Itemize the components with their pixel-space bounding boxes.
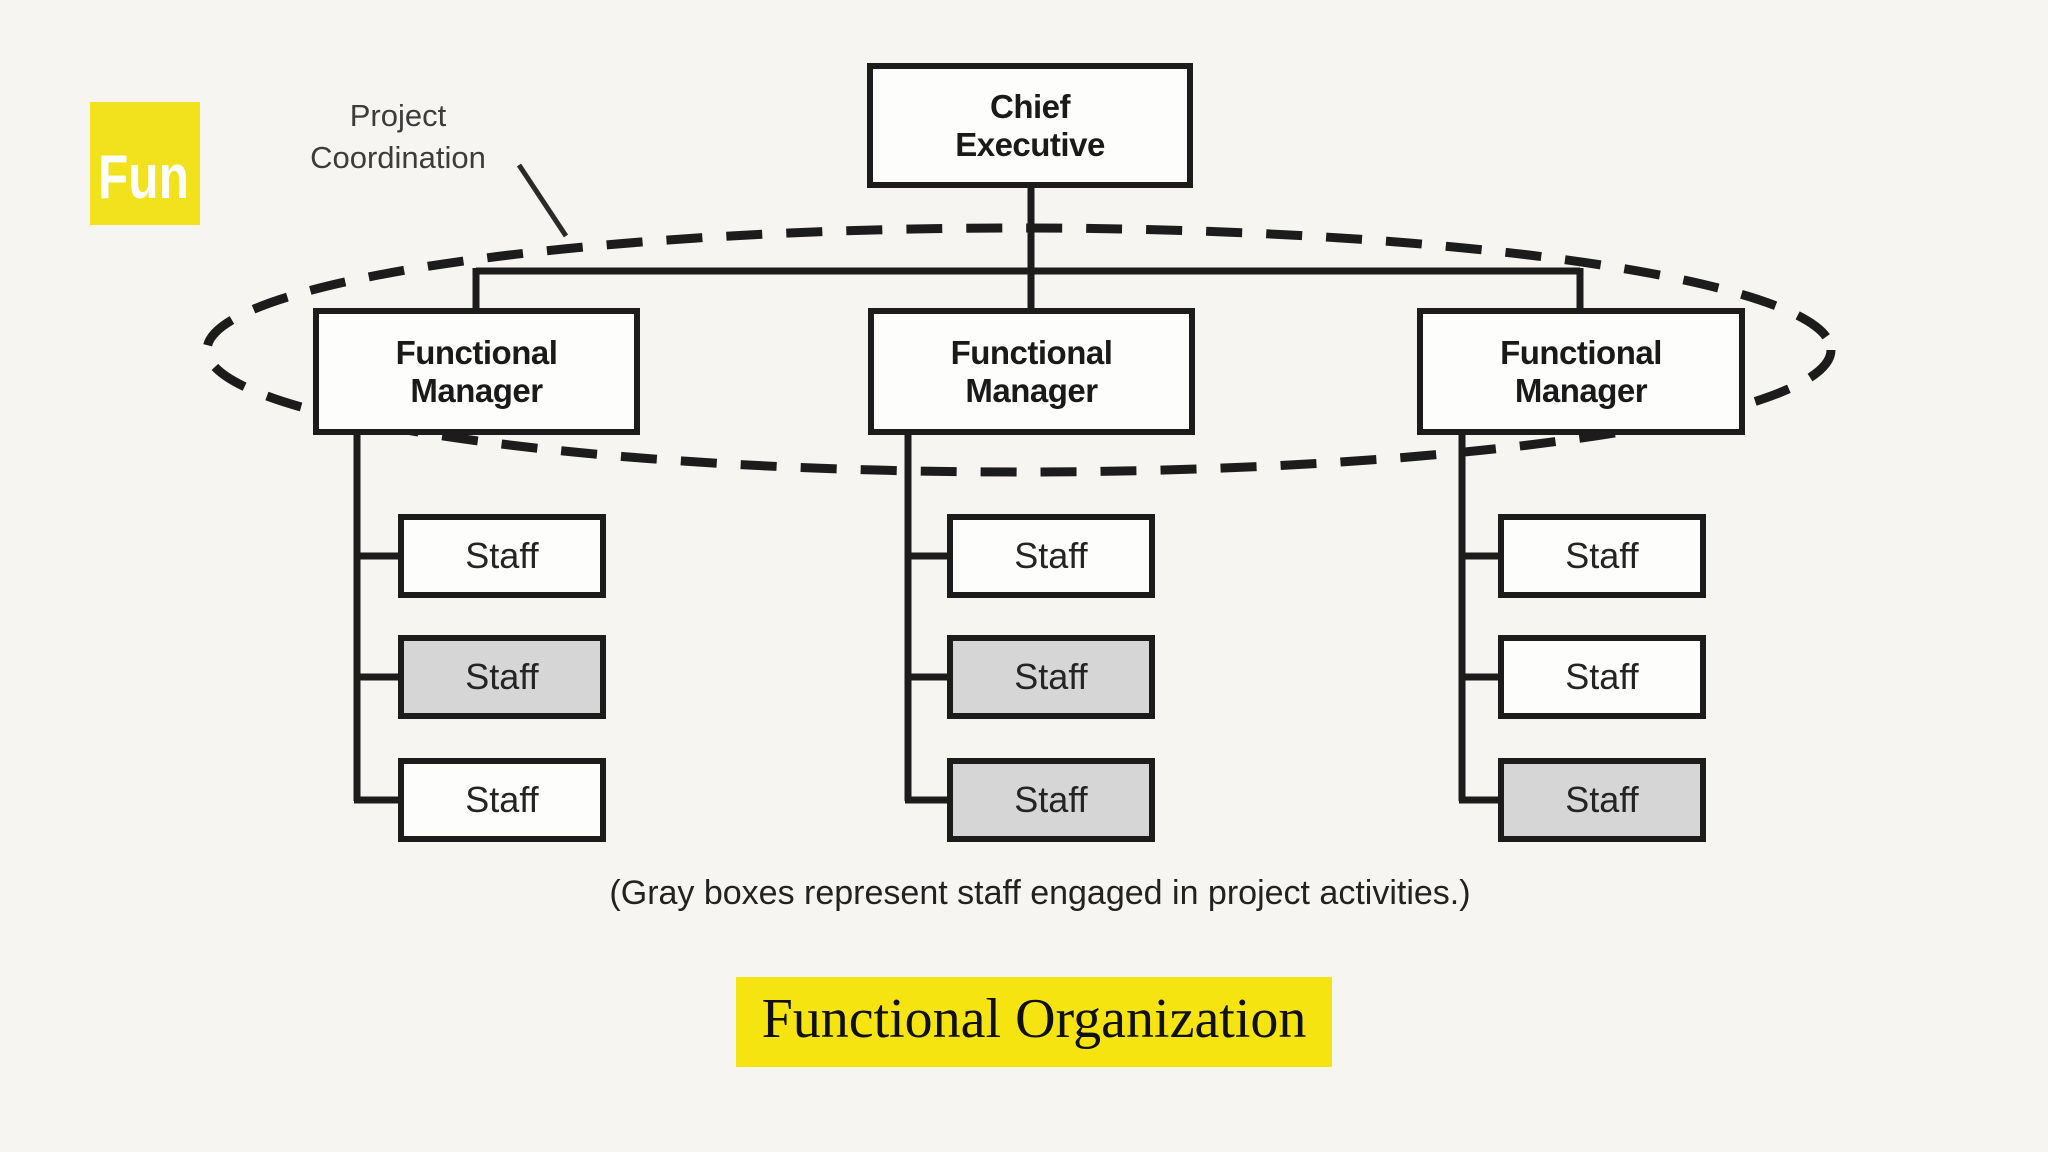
chief-executive-line1: Chief: [990, 87, 1071, 125]
gray-box-caption: (Gray boxes represent staff engaged in p…: [0, 874, 2048, 913]
functional-manager-1-line2: Manager: [410, 371, 543, 409]
gray-box-caption-text: (Gray boxes represent staff engaged in p…: [609, 874, 1471, 912]
staff-spine-left: [353, 430, 402, 804]
fun-badge-label: Fun: [98, 143, 189, 212]
functional-manager-2-line2: Manager: [965, 371, 1098, 409]
functional-manager-3-line1: Functional: [1500, 333, 1662, 371]
staff-box-col2-row2: Staff: [947, 635, 1155, 719]
fun-badge: Fun: [90, 102, 200, 225]
project-coordination-ellipse: [202, 223, 1836, 477]
staff-box-col3-row3: Staff: [1498, 758, 1706, 842]
annotation-leader-line: [516, 163, 569, 238]
chief-executive-box: Chief Executive: [867, 63, 1193, 188]
staff-box-col3-row2: Staff: [1498, 635, 1706, 719]
chief-executive-line2: Executive: [955, 125, 1105, 163]
diagram-title-row: Functional Organization: [0, 977, 2048, 1067]
staff-box-col2-row1: Staff: [947, 514, 1155, 598]
staff-box-col1-row3: Staff: [398, 758, 606, 842]
project-coordination-label: Project Coordination: [258, 95, 538, 179]
functional-manager-box-3: Functional Manager: [1417, 308, 1745, 435]
functional-manager-box-1: Functional Manager: [313, 308, 640, 435]
staff-box-col1-row1: Staff: [398, 514, 606, 598]
functional-manager-1-line1: Functional: [395, 333, 558, 371]
staff-spine-right: [1458, 430, 1502, 804]
staff-spine-middle: [904, 430, 951, 804]
functional-manager-box-2: Functional Manager: [868, 308, 1195, 435]
functional-manager-2-line1: Functional: [950, 333, 1113, 371]
project-coordination-line2: Coordination: [310, 140, 486, 175]
staff-box-col1-row2: Staff: [398, 635, 606, 719]
diagram-title: Functional Organization: [735, 977, 1333, 1067]
functional-manager-3-line2: Manager: [1514, 371, 1648, 409]
staff-box-col3-row1: Staff: [1498, 514, 1706, 598]
staff-box-col2-row3: Staff: [947, 758, 1155, 842]
project-coordination-line1: Project: [349, 98, 447, 133]
